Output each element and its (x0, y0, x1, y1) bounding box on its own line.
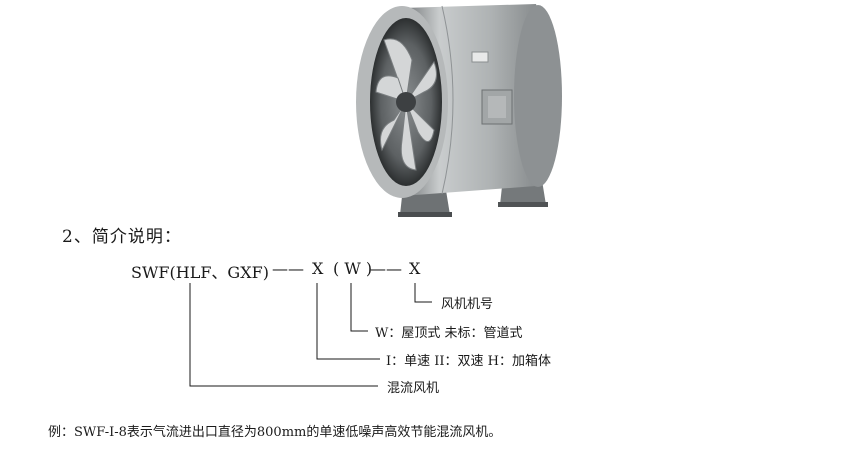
model-paren-w: ( W ) (333, 259, 373, 278)
model-dash-2: —— (370, 259, 402, 278)
mixed-flow-fan-photo (356, 4, 562, 217)
example-note: 例：SWF-I-8表示气流进出口直径为800mm的单速低噪声高效节能混流风机。 (48, 425, 502, 440)
model-x-2: X (409, 259, 421, 278)
legend-item-fan-type: 混流风机 (387, 381, 440, 396)
model-prefix: SWF(HLF、GXF) (131, 263, 269, 282)
section-title: 2、简介说明： (62, 227, 182, 247)
legend-item-machine-number: 风机机号 (441, 297, 494, 312)
model-x-1: X (312, 259, 324, 278)
legend-item-speed-type: I：单速 II：双速 H：加箱体 (386, 354, 552, 369)
model-dash-1: —— (272, 259, 304, 278)
legend-item-mount-type: W：屋顶式 未标：管道式 (375, 326, 523, 341)
